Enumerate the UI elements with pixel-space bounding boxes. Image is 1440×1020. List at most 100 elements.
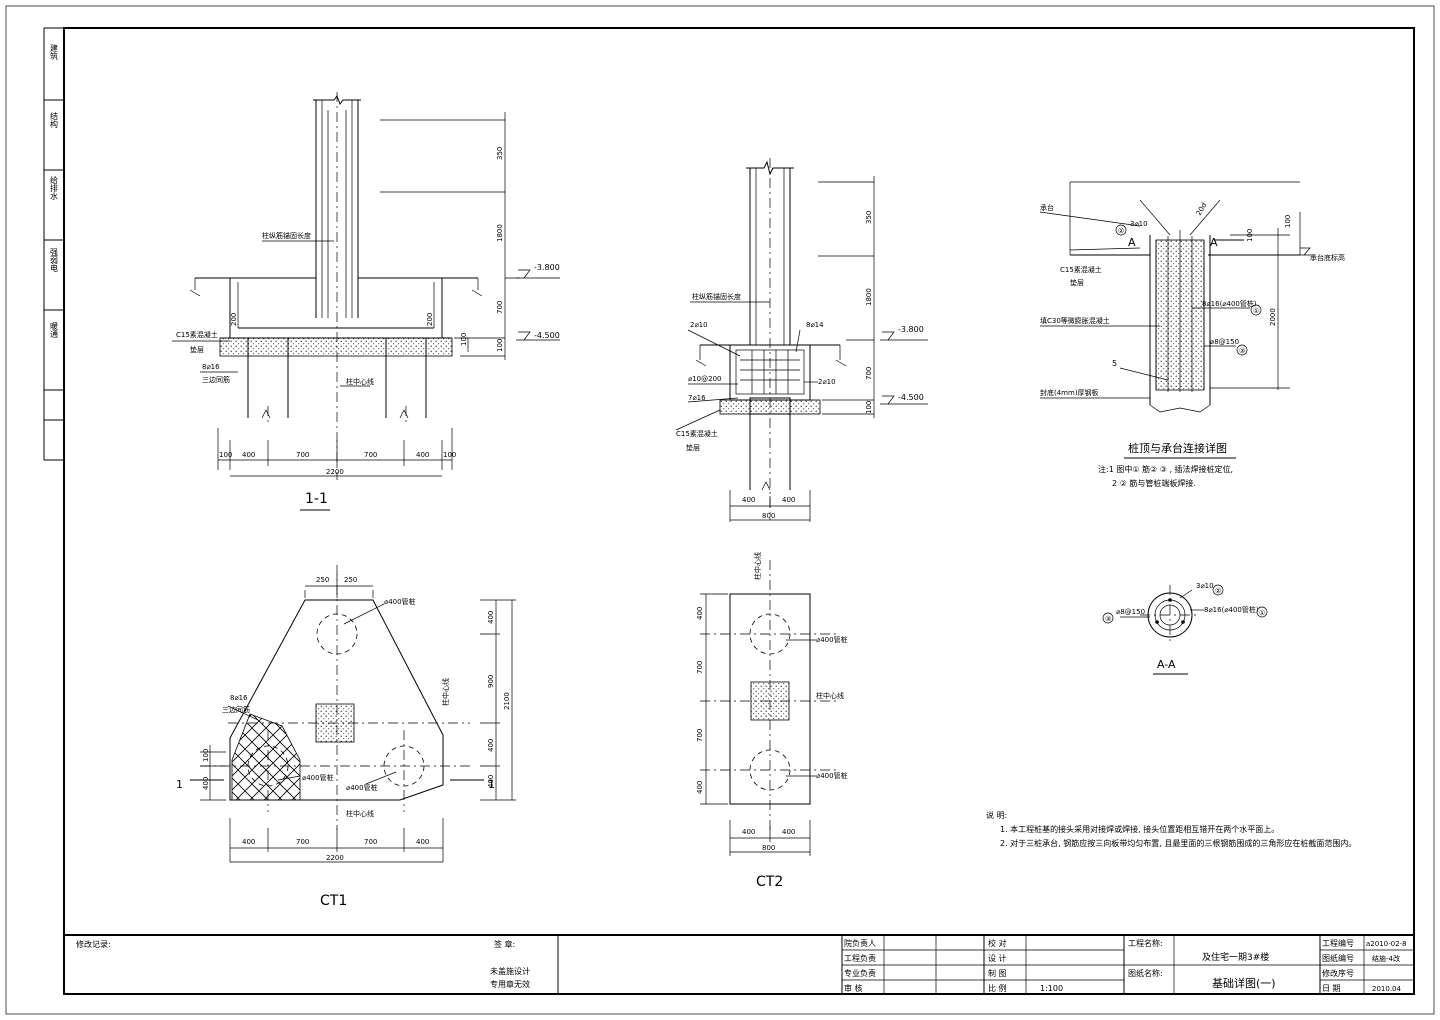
ct1-dim-l400: 400 xyxy=(202,777,210,790)
section-1-1: 柱纵筋锚固长度 C15素混凝土 垫层 8⌀16 三边同筋 柱中心线 200 20… xyxy=(172,92,560,511)
ct2s-elev-bot: -4.500 xyxy=(898,393,924,402)
ct2s-dim-b1: 400 xyxy=(782,496,795,504)
ct1-dim-l100: 100 xyxy=(202,749,210,762)
ct1-dim-rtotal: 2100 xyxy=(503,692,511,710)
ct1-axis-label2: 柱中心线 xyxy=(346,809,374,818)
sec11-c15-label: C15素混凝土 xyxy=(176,330,218,339)
side-tab-struct: 结构 xyxy=(50,111,59,129)
pd-dim-2000: 2000 xyxy=(1269,308,1277,326)
pd-fill-label: 填C30等微膨胀混凝土 xyxy=(1040,316,1110,325)
pd-circ3: ③ xyxy=(1239,347,1245,355)
ct1-pile-label-right: ⌀400管桩 xyxy=(346,783,378,792)
ct2s-dim-350: 350 xyxy=(865,211,873,224)
pd-sec-a-left: A xyxy=(1128,236,1136,249)
ct2s-2a-label: 2⌀10 xyxy=(690,321,708,329)
ct2-title: CT2 xyxy=(756,874,783,890)
ct2s-dim-100: 100 xyxy=(865,401,873,414)
pd-title: 桩顶与承台连接详图 xyxy=(1128,441,1227,455)
sec11-dim-b1: 400 xyxy=(242,451,255,459)
ct1-dim-total: 2200 xyxy=(326,854,344,862)
tb-rev-label: 修改序号 xyxy=(1322,968,1354,978)
sec11-axis-label: 柱中心线 xyxy=(346,377,374,386)
side-tab-arch: 建筑 xyxy=(50,43,59,61)
sec11-c15-sub: 垫层 xyxy=(190,345,204,354)
tb-sheet-label: 图纸编号 xyxy=(1322,953,1354,963)
pd-bar1-label: 8⌀16(⌀400管桩) xyxy=(1202,299,1257,308)
tb-scale-label: 比 例 xyxy=(988,983,1007,993)
tb-project-value: 及住宅一期3#楼 xyxy=(1202,951,1269,963)
tb-date-value: 2010.04 xyxy=(1372,985,1401,993)
ct1-plan: ⌀400管桩 ⌀400管桩 ⌀400管桩 8⌀16 三边同筋 柱中心线 柱中心线… xyxy=(176,565,516,909)
tb-drawing-label: 图纸名称: xyxy=(1128,968,1163,978)
tb-date-label: 日 期 xyxy=(1322,984,1341,993)
ct2s-dim-700: 700 xyxy=(865,367,873,380)
sec11-dim-700: 700 xyxy=(496,301,504,314)
notes-item-2: 2. 对于三桩承台, 钢筋应按三向板带均匀布置, 且最里面的三根钢筋围成的三角形… xyxy=(1000,838,1356,848)
ct2-dim-b0: 400 xyxy=(742,828,755,836)
ct1-sec-mark-right: 1 xyxy=(488,778,495,791)
sec11-dim-200a: 200 xyxy=(230,313,238,326)
aa-title: A-A xyxy=(1157,658,1176,671)
sec11-bar-label: 8⌀16 xyxy=(202,363,220,371)
pd-circ2: ② xyxy=(1118,227,1124,235)
aa-stir-label: ⌀8@150 xyxy=(1116,608,1145,616)
aa-circ2: ② xyxy=(1215,587,1221,595)
sec11-dim-350: 350 xyxy=(496,147,504,160)
tb-role-4: 审 核 xyxy=(844,983,863,993)
ct2s-8a-label: 8⌀14 xyxy=(806,321,824,329)
ct2-dim-total: 800 xyxy=(762,844,775,852)
tb-scale-value: 1:100 xyxy=(1040,984,1063,993)
sec11-dim-100r: 100 xyxy=(496,339,504,352)
pd-note1: 注:1 图中① 筋② ③ , 插法焊接桩定位, xyxy=(1098,464,1233,474)
ct1-dim-r2: 400 xyxy=(487,739,495,752)
ct1-dim-r3: 400 xyxy=(487,775,495,788)
pd-bar2-label: 3⌀10 xyxy=(1130,220,1148,228)
section-a-a: 3⌀10 ② 8⌀16(⌀400管桩) ① ⌀8@150 ③ A-A xyxy=(1102,582,1268,675)
ct2-dim-b1: 400 xyxy=(782,828,795,836)
ct1-dim-b1: 700 xyxy=(296,838,309,846)
ct2-dim-l3: 400 xyxy=(696,781,704,794)
tb-role-2: 工程负责 xyxy=(844,953,876,963)
ct1-sec-mark-left: 1 xyxy=(176,778,183,791)
ct1-bar-sub: 三边同筋 xyxy=(222,705,250,714)
sheet-border xyxy=(5,5,1435,1015)
ct2s-dim-total: 800 xyxy=(762,512,775,520)
tb-no-label: 工程编号 xyxy=(1322,938,1354,948)
ct2s-dim-1800: 1800 xyxy=(865,288,873,306)
tb-no-value: a2010-02-8 xyxy=(1366,940,1407,948)
tb-stamp-line1: 未盖施设计 xyxy=(490,966,530,976)
ct2-axis-label2: 柱中心线 xyxy=(816,691,844,700)
sec11-bar-sub: 三边同筋 xyxy=(202,375,230,384)
side-tab-hvac: 暖通 xyxy=(50,322,59,339)
ct2-pile-label-top: ⌀400管桩 xyxy=(816,635,848,644)
sec11-dim-1800: 1800 xyxy=(496,224,504,242)
ct1-pile-label-left: ⌀400管桩 xyxy=(302,773,334,782)
pd-sec-a-right: A xyxy=(1210,236,1218,249)
tb-draw-label: 制 图 xyxy=(988,968,1007,978)
side-tab-bar: 建筑 结构 给排水 强弱电 暖通 xyxy=(44,43,64,461)
tb-sheet-value: 结施-4改 xyxy=(1372,954,1400,963)
ct2-dim-l2: 700 xyxy=(696,729,704,742)
pd-circ1: ① xyxy=(1253,307,1259,315)
ct2s-2b-label: 2⌀10 xyxy=(818,378,836,386)
pd-plate-label: 封底(4mm)厚钢板 xyxy=(1040,388,1099,397)
ct1-axis-label: 柱中心线 xyxy=(441,678,450,706)
ct1-dim-t0: 250 xyxy=(316,576,329,584)
ct1-bar-label: 8⌀16 xyxy=(230,694,248,702)
pd-cap-label: 承台 xyxy=(1040,203,1054,212)
notes-item-1: 1. 本工程桩基的接头采用对接焊或焊接, 接头位置距相互错开在两个水平面上。 xyxy=(1000,824,1279,834)
pd-num5: 5 xyxy=(1112,359,1117,368)
sec11-dim-b5: 100 xyxy=(443,451,456,459)
ct1-title: CT1 xyxy=(320,893,347,909)
tb-revision-label: 修改记录: xyxy=(76,939,111,949)
sec11-dim-200b: 200 xyxy=(426,313,434,326)
sec11-dim-b3: 700 xyxy=(364,451,377,459)
side-tab-electric: 强弱电 xyxy=(50,248,59,272)
tb-role-3: 专业负责 xyxy=(844,968,876,978)
aa-bar2-label: 3⌀10 xyxy=(1196,582,1214,590)
tb-stamp-line2: 专用章无效 xyxy=(490,979,530,989)
notes-title: 说 明: xyxy=(986,810,1007,820)
pd-c15-label: C15素混凝土 xyxy=(1060,265,1102,274)
ct2s-dim-b0: 400 xyxy=(742,496,755,504)
